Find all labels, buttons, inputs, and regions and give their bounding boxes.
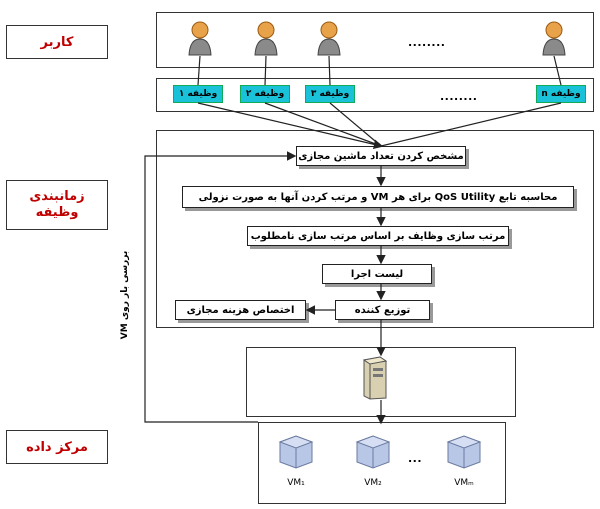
users-section [156, 12, 594, 68]
server-icon [362, 356, 387, 400]
user-icon-n [542, 21, 566, 56]
vm-label-2: VM₂ [364, 478, 382, 488]
vm-icon-2 [355, 435, 391, 469]
vm-label-1: VM₁ [287, 478, 305, 488]
user-icon-2 [254, 21, 278, 56]
step-compute-qos: محاسبه تابع QoS Utility برای هر VM و مرت… [182, 186, 574, 208]
tasks-section [156, 78, 594, 112]
step-distributor: توزیع کننده [335, 300, 430, 320]
task-1: وظیفه ۱ [173, 85, 223, 103]
user-icon-3 [317, 21, 341, 56]
task-n: وظیفه n [536, 85, 586, 103]
vm-label-m: VMₘ [454, 478, 474, 488]
task-3: وظیفه ۳ [305, 85, 355, 103]
step-allocate-cost: اختصاص هزینه مجازی [175, 300, 306, 320]
vm-icon-m [446, 435, 482, 469]
user-label: کاربر [6, 25, 108, 59]
scheduling-label: زمانبندی وظیفه [6, 180, 108, 230]
users-ellipsis: ........ [408, 36, 446, 49]
vm-icon-1 [278, 435, 314, 469]
vm-ellipsis: ... [408, 452, 423, 465]
task-2: وظیفه ۲ [240, 85, 290, 103]
datacenter-label: مرکز داده [6, 430, 108, 464]
step-sort-tasks: مرتب سازی وظایف بر اساس مرتب سازی نامطلو… [247, 226, 509, 246]
user-icon-1 [188, 21, 212, 56]
step-execution-list: لیست اجرا [322, 264, 432, 284]
tasks-ellipsis: ........ [440, 90, 478, 103]
